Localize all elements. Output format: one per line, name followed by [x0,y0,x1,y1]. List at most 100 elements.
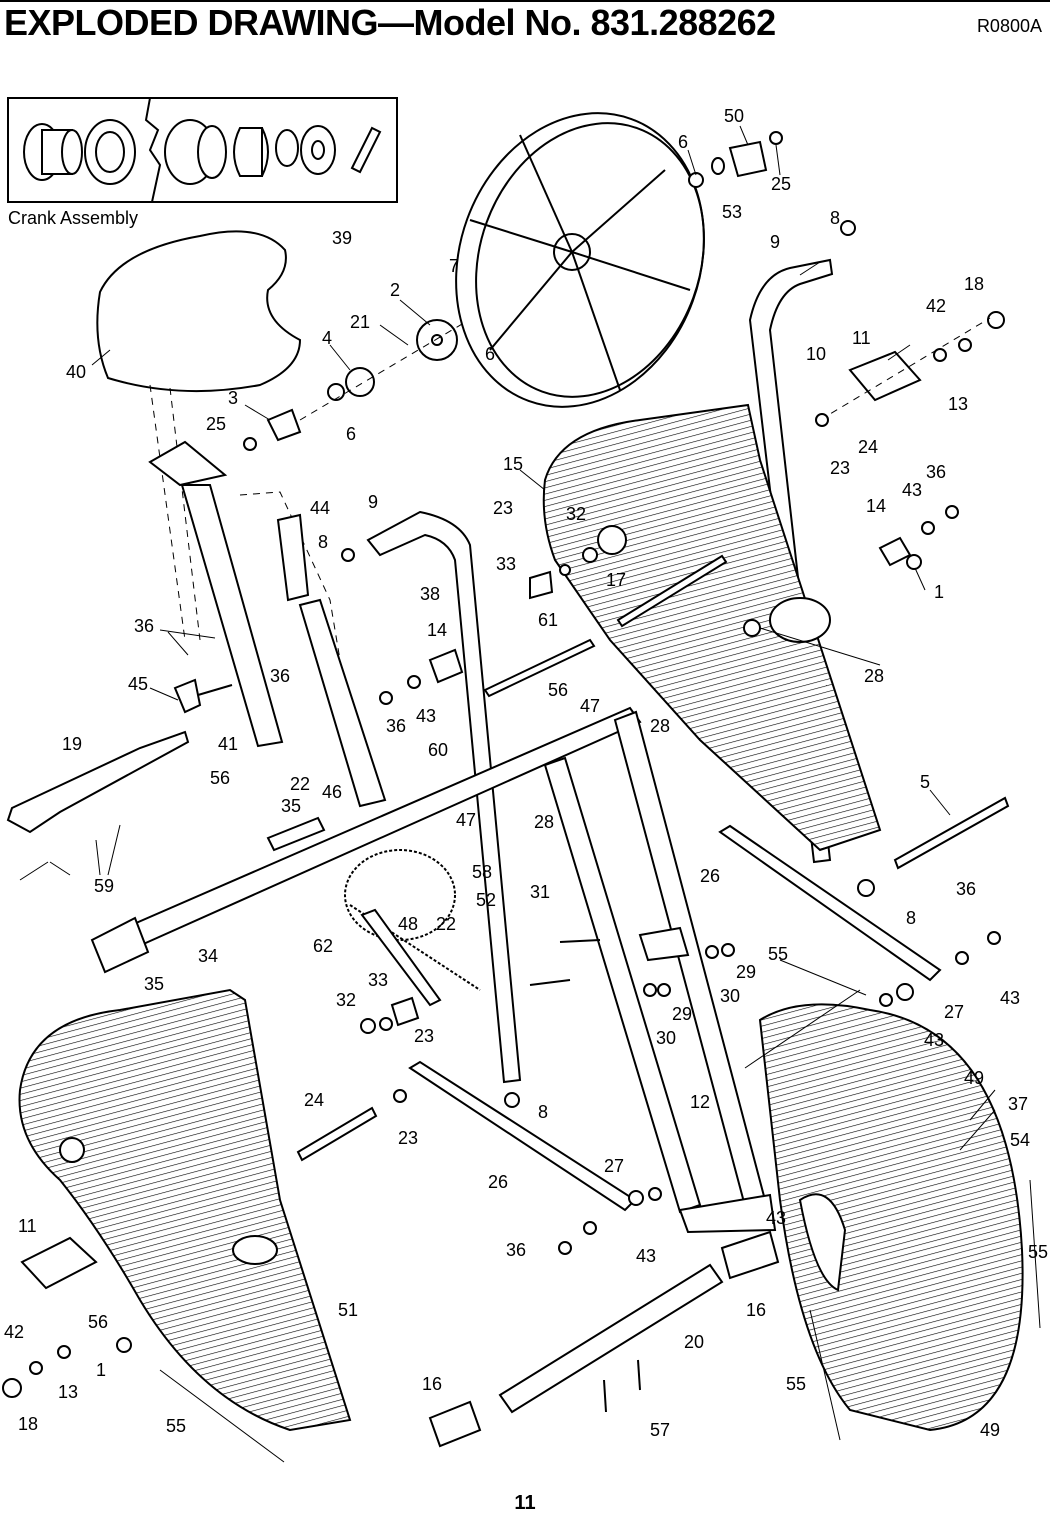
callout-54: 54 [1010,1130,1030,1150]
console [6,730,190,834]
callout-36e: 36 [956,879,976,899]
end-cap-16b [428,1400,482,1448]
pedal-cap-left [2,1378,22,1398]
callout-23d: 23 [398,1128,418,1148]
callout-26: 26 [700,866,720,886]
callout-55: 55 [768,944,788,964]
callout-11: 11 [852,328,871,348]
seat-tube [298,598,387,808]
callout-16b: 16 [422,1374,442,1394]
handlebar-post-sleeve [276,513,310,602]
crank-cup-right [164,119,227,185]
crank-cup-left [84,119,136,185]
callout-33: 33 [496,554,516,574]
callout-49: 49 [964,1068,984,1088]
callout-30b: 30 [656,1028,676,1048]
right-shroud [542,403,882,852]
callout-29: 29 [736,962,756,982]
nut-8 [840,220,856,236]
callout-14b: 14 [427,620,447,640]
callout-6: 6 [678,132,688,152]
callout-58: 58 [472,862,492,882]
callout-46: 46 [322,782,342,802]
callout-28b: 28 [650,716,670,736]
bracket-plate [638,926,690,962]
callout-62: 62 [313,936,333,956]
tension-bracket [483,638,596,698]
inset-break-line [144,97,162,203]
callout-57: 57 [650,1420,670,1440]
callout-52: 52 [476,890,496,910]
bolts-57 [603,1359,641,1413]
callout-36b: 36 [134,616,154,636]
callout-48: 48 [398,914,418,934]
stabilizer [498,1263,724,1414]
callout-39: 39 [332,228,352,248]
callout-50: 50 [724,106,744,126]
callout-16: 16 [746,1300,766,1320]
front-upright-b [613,710,767,1208]
spacer-50 [728,140,768,178]
callout-labels: 50 6 25 53 8 39 7 9 18 42 2 21 4 6 11 10… [4,106,1048,1440]
callout-44: 44 [310,498,330,518]
right-pedal [848,350,922,402]
callout-56: 56 [548,680,568,700]
crank-pin [350,126,382,174]
end-cap-35 [90,916,150,974]
callout-19: 19 [62,734,82,754]
callout-55d: 55 [166,1416,186,1436]
callout-15: 15 [503,454,523,474]
callout-27b: 27 [604,1156,624,1176]
callout-36: 36 [926,462,946,482]
callout-55c: 55 [786,1374,806,1394]
callout-53: 53 [722,202,742,222]
callout-38: 38 [420,584,440,604]
callout-11b: 11 [18,1216,37,1236]
callout-23c: 23 [414,1026,434,1046]
callout-13: 13 [948,394,968,414]
front-upright-a [543,756,702,1214]
callout-55b: 55 [1028,1242,1048,1262]
callout-56c: 56 [88,1312,108,1332]
bearing-6 [688,172,704,188]
callout-42b: 42 [4,1322,24,1342]
callout-leaders [49,125,996,1151]
callout-49b: 49 [980,1420,1000,1440]
shaft-5 [893,796,1010,870]
callout-59: 59 [94,876,114,896]
inset-caption: Crank Assembly [8,208,138,228]
callout-23b: 23 [493,498,513,518]
callout-20: 20 [684,1332,704,1352]
callout-36d: 36 [386,716,406,736]
right-fan-guard [758,1003,1024,1432]
pedal-spindle-14 [878,536,912,567]
callout-35: 35 [281,796,301,816]
callout-7: 7 [449,256,459,276]
callout-29b: 29 [672,1004,692,1024]
callout-27: 27 [944,1002,964,1022]
inset-frame [7,97,398,203]
callout-28c: 28 [534,812,554,832]
callout-34: 34 [198,946,218,966]
bushing-33 [529,570,554,600]
callout-60: 60 [428,740,448,760]
crank-split-bearing [233,127,269,177]
callout-33b: 33 [368,970,388,990]
locknut [243,437,257,451]
page-title: EXPLODED DRAWING—Model No. 831.288262 [4,2,776,43]
callout-25b: 25 [206,414,226,434]
callout-35b: 35 [144,974,164,994]
callout-9: 9 [770,232,780,252]
washer-53 [711,157,725,175]
callout-25: 25 [771,174,791,194]
callout-4: 4 [322,328,332,348]
nut-25 [769,131,783,145]
end-cap-35b [266,816,326,852]
sprocket-large [416,319,458,361]
left-handlebar [366,510,522,1084]
crank-arm [360,908,442,1007]
callout-17: 17 [606,570,626,590]
axle-17 [616,554,728,628]
callout-1: 1 [934,582,944,602]
